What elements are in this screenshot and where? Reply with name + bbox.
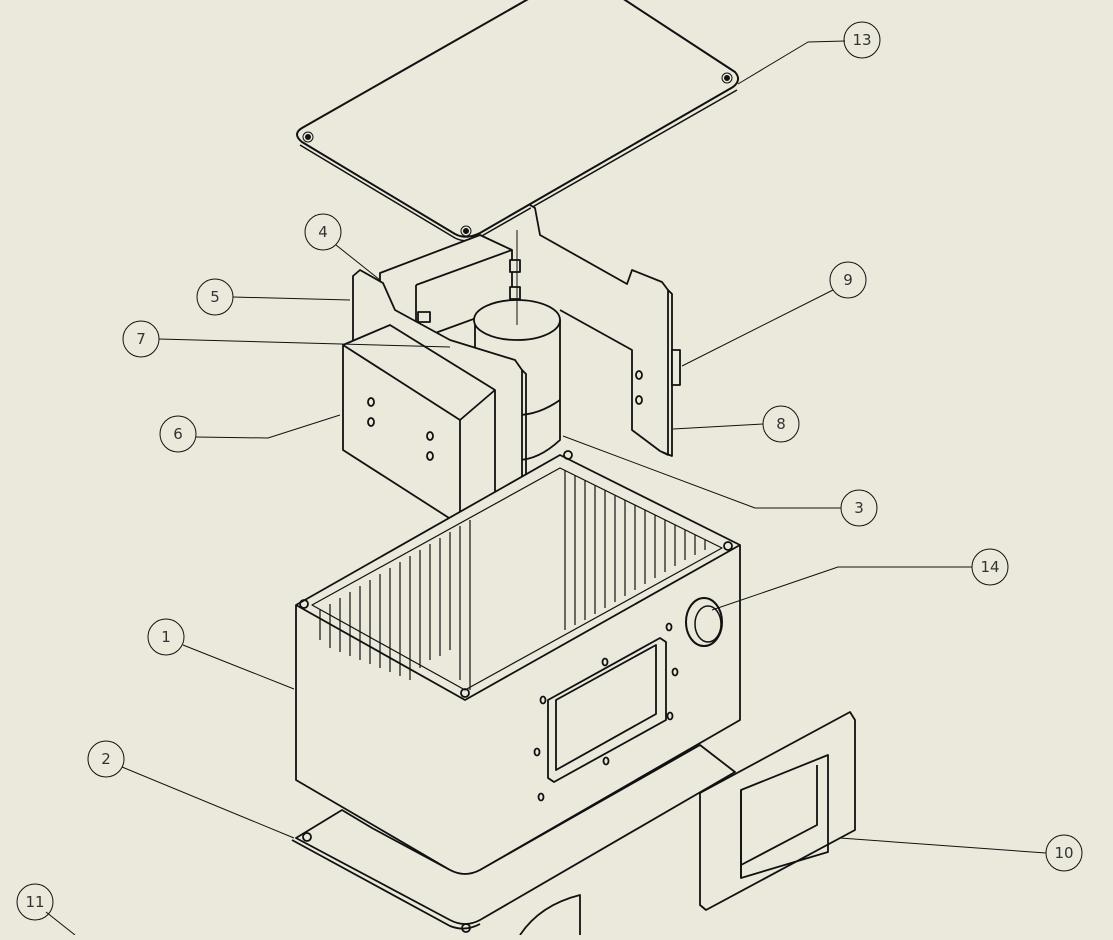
balloon-2: 2 <box>87 740 125 778</box>
main-enclosure <box>295 450 741 875</box>
balloon-14: 14 <box>971 548 1009 586</box>
svg-text:9: 9 <box>843 271 853 289</box>
svg-text:8: 8 <box>776 415 786 433</box>
svg-text:11: 11 <box>25 893 44 911</box>
svg-text:6: 6 <box>173 425 183 443</box>
svg-text:13: 13 <box>852 31 871 49</box>
balloon-5: 5 <box>196 278 234 316</box>
svg-text:4: 4 <box>318 223 328 241</box>
balloon-3: 3 <box>840 489 878 527</box>
svg-text:14: 14 <box>980 558 999 576</box>
balloon-4: 4 <box>304 213 342 251</box>
svg-text:10: 10 <box>1054 844 1073 862</box>
top-lid-plate <box>296 0 739 242</box>
balloon-6: 6 <box>159 415 197 453</box>
leader-lines <box>45 40 1047 936</box>
svg-text:5: 5 <box>210 288 220 306</box>
screen-bezel <box>699 711 856 911</box>
balloon-10: 10 <box>1045 834 1083 872</box>
svg-text:3: 3 <box>854 499 864 517</box>
balloon-7: 7 <box>122 320 160 358</box>
balloon-13: 13 <box>843 21 881 59</box>
bottom-base-plate <box>291 744 736 936</box>
balloon-9: 9 <box>829 261 867 299</box>
svg-text:2: 2 <box>101 750 111 768</box>
rear-bracket-plate <box>529 204 681 457</box>
svg-text:7: 7 <box>136 330 146 348</box>
balloon-1: 1 <box>147 618 185 656</box>
balloon-11: 11 <box>16 883 54 921</box>
svg-text:1: 1 <box>161 628 171 646</box>
balloon-8: 8 <box>762 405 800 443</box>
